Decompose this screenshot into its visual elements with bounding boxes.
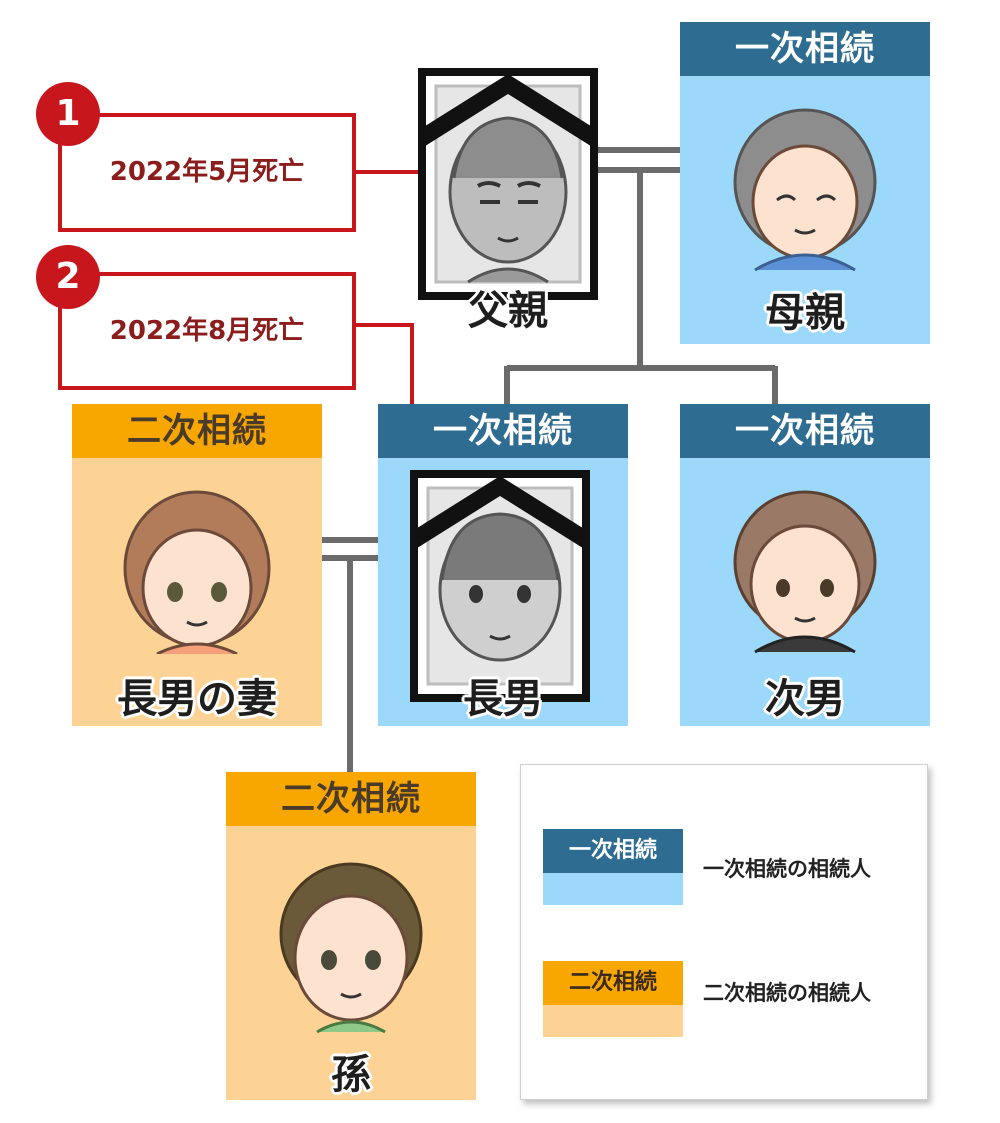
legend-swatch-primary: 一次相続 xyxy=(543,829,683,905)
person-card-mother: 一次相続 母親 xyxy=(680,22,930,344)
memorial-portrait-eldest-son xyxy=(410,470,590,702)
inheritance-label-eldest-son-wife: 二次相続 xyxy=(72,404,322,458)
person-father: 父親 xyxy=(418,68,598,334)
inheritance-label-mother: 一次相続 xyxy=(680,22,930,76)
death-date-1: 2022年5月死亡 xyxy=(109,157,305,187)
person-name-second-son: 次男 xyxy=(765,676,845,722)
grandchild-face-icon xyxy=(279,862,423,1034)
person-card-eldest-son-wife: 二次相続 長男の妻 xyxy=(72,404,322,726)
person-card-eldest-son: 一次相続 長男 xyxy=(378,404,628,726)
legend-label-primary: 一次相続の相続人 xyxy=(703,857,871,881)
legend-label-secondary: 二次相続の相続人 xyxy=(703,981,871,1005)
legend-swatch-primary-label: 一次相続 xyxy=(543,829,683,873)
inheritance-label-grandchild: 二次相続 xyxy=(226,772,476,826)
death-date-box-2: 2022年8月死亡 xyxy=(58,272,356,390)
legend-swatch-primary-fill xyxy=(543,873,683,905)
legend: 一次相続 一次相続の相続人 二次相続 二次相続の相続人 xyxy=(520,764,928,1100)
person-card-grandchild: 二次相続 孫 xyxy=(226,772,476,1100)
legend-swatch-secondary-fill xyxy=(543,1005,683,1037)
death-order-badge-1: 1 xyxy=(36,82,100,146)
person-name-eldest-son-wife: 長男の妻 xyxy=(117,676,277,722)
death-date-box-1: 2022年5月死亡 xyxy=(58,113,356,232)
person-name-mother: 母親 xyxy=(765,290,845,336)
memorial-portrait-father xyxy=(418,68,598,300)
person-name-eldest-son: 長男 xyxy=(463,676,543,722)
legend-swatch-secondary: 二次相続 xyxy=(543,961,683,1037)
person-name-grandchild: 孫 xyxy=(331,1052,371,1098)
mother-face-icon xyxy=(733,108,877,272)
legend-swatch-secondary-label: 二次相続 xyxy=(543,961,683,1005)
inheritance-label-eldest-son: 一次相続 xyxy=(378,404,628,458)
inheritance-label-second-son: 一次相続 xyxy=(680,404,930,458)
death-date-2: 2022年8月死亡 xyxy=(109,316,305,346)
death-order-badge-2: 2 xyxy=(36,245,100,309)
person-card-second-son: 一次相続 次男 xyxy=(680,404,930,726)
eldest-son-wife-face-icon xyxy=(123,490,271,654)
person-name-father: 父親 xyxy=(468,288,548,334)
second-son-face-icon xyxy=(733,490,877,654)
